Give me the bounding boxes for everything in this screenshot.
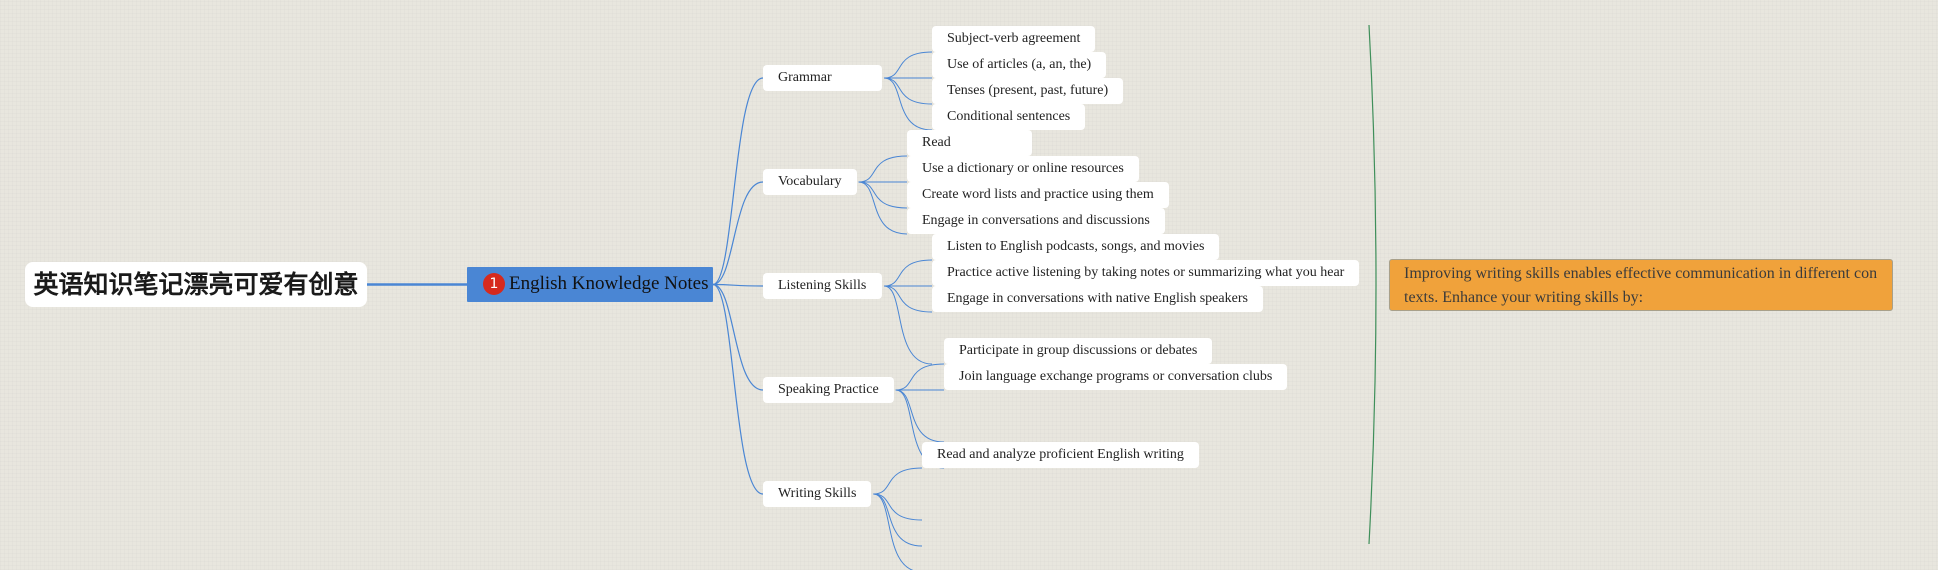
connector-grammar-1 — [883, 51, 933, 79]
vocabulary-item-4[interactable]: Engage in conversations and discussions — [907, 208, 1165, 234]
vocabulary-item-1[interactable]: Read — [907, 130, 1032, 156]
listening-item-2[interactable]: Practice active listening by taking note… — [932, 260, 1360, 286]
connector-vocabulary — [712, 181, 764, 286]
connector-speaking-1 — [895, 363, 945, 391]
priority-badge-icon: 1 — [483, 273, 505, 295]
connector-writing-skills — [712, 283, 764, 495]
connector-listening-4 — [883, 285, 933, 365]
central-topic[interactable]: 1 English Knowledge Notes — [467, 267, 713, 302]
grammar-item-4[interactable]: Conditional sentences — [932, 104, 1086, 130]
listening-item-1[interactable]: Listen to English podcasts, songs, and m… — [932, 234, 1220, 260]
connector-listening-1 — [883, 259, 933, 287]
root-topic[interactable]: 英语知识笔记漂亮可爱有创意 — [25, 262, 367, 307]
branch-grammar[interactable]: Grammar — [763, 65, 882, 91]
branch-speaking-practice[interactable]: Speaking Practice — [763, 377, 894, 403]
connector-listening-skills — [712, 283, 764, 287]
connector-speaking-practice — [712, 283, 764, 391]
speaking-item-2[interactable]: Join language exchange programs or conve… — [944, 364, 1288, 390]
listening-item-3[interactable]: Engage in conversations with native Engl… — [932, 286, 1263, 312]
connector-grammar — [712, 77, 764, 286]
branch-listening-skills[interactable]: Listening Skills — [763, 273, 882, 299]
grammar-item-3[interactable]: Tenses (present, past, future) — [932, 78, 1124, 104]
connector-grammar-4 — [883, 77, 933, 131]
connector-vocabulary-1 — [858, 155, 908, 183]
connector-vocabulary-4 — [858, 181, 908, 235]
connector-listening-3 — [883, 285, 933, 313]
grammar-item-2[interactable]: Use of articles (a, an, the) — [932, 52, 1107, 78]
connector-speaking-3 — [895, 389, 945, 443]
summary-bracket — [1368, 24, 1377, 545]
branch-writing-skills[interactable]: Writing Skills — [763, 481, 872, 507]
vocabulary-item-3[interactable]: Create word lists and practice using the… — [907, 182, 1169, 208]
connector-vocabulary-3 — [858, 181, 908, 209]
branch-vocabulary[interactable]: Vocabulary — [763, 169, 857, 195]
writing-item-1[interactable]: Read and analyze proficient English writ… — [922, 442, 1199, 468]
connector-grammar-3 — [883, 77, 933, 105]
connector-writing-1 — [873, 467, 923, 495]
connector-writing-4 — [873, 493, 914, 570]
summary-callout[interactable]: Improving writing skills enables effecti… — [1389, 259, 1893, 311]
connector-writing-2 — [873, 493, 923, 521]
speaking-item-1[interactable]: Participate in group discussions or deba… — [944, 338, 1213, 364]
grammar-item-1[interactable]: Subject-verb agreement — [932, 26, 1096, 52]
central-topic-label: English Knowledge Notes — [509, 273, 709, 294]
vocabulary-item-2[interactable]: Use a dictionary or online resources — [907, 156, 1139, 182]
